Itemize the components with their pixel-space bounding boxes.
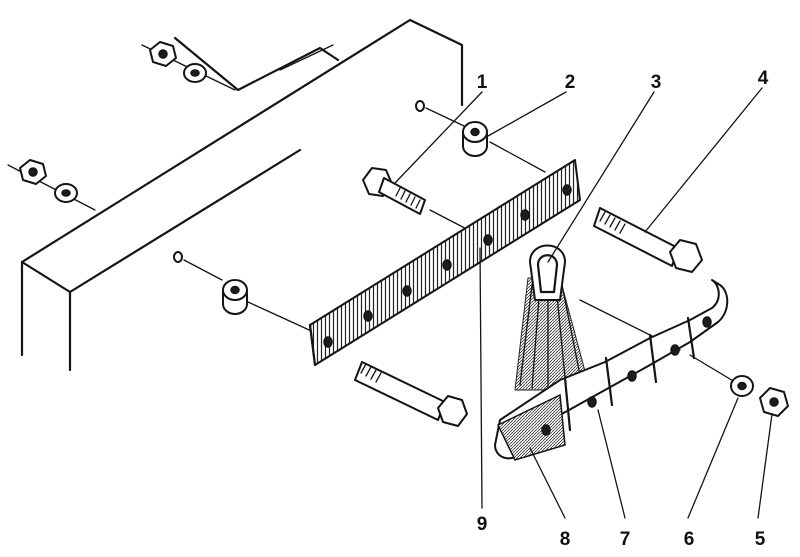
callout-4: 4 xyxy=(758,68,769,89)
plate-holes xyxy=(323,184,572,348)
callout-5: 5 xyxy=(755,529,766,550)
bolt-right-long xyxy=(593,207,703,273)
top-left-nut-assembly xyxy=(141,41,236,91)
mounting-beam xyxy=(20,18,464,372)
backing-plate xyxy=(308,159,581,367)
callout-2: 2 xyxy=(565,72,576,93)
bolt-head-icon xyxy=(669,239,703,273)
spacer-washer-upper xyxy=(462,121,488,157)
holder-strip xyxy=(494,279,729,461)
bolt-head-icon xyxy=(437,395,468,427)
nut-5 xyxy=(759,387,789,417)
beam-hole-lower xyxy=(173,251,183,263)
callout-6: 6 xyxy=(684,529,695,550)
callout-3: 3 xyxy=(651,72,662,93)
left-nut-assembly xyxy=(7,159,96,211)
spacer-washer-lower xyxy=(222,279,248,315)
bolt-upper-left xyxy=(362,167,426,215)
callout-7: 7 xyxy=(620,529,631,550)
bolt-lower-long xyxy=(354,361,468,427)
callout-9: 9 xyxy=(477,514,488,535)
holder-holes xyxy=(541,316,712,436)
callout-1: 1 xyxy=(477,72,488,93)
leader-lines xyxy=(394,87,773,519)
callout-8: 8 xyxy=(560,529,571,550)
beam-hole-upper xyxy=(415,100,425,112)
washer-6 xyxy=(730,375,754,397)
brush-tuft xyxy=(514,244,591,391)
